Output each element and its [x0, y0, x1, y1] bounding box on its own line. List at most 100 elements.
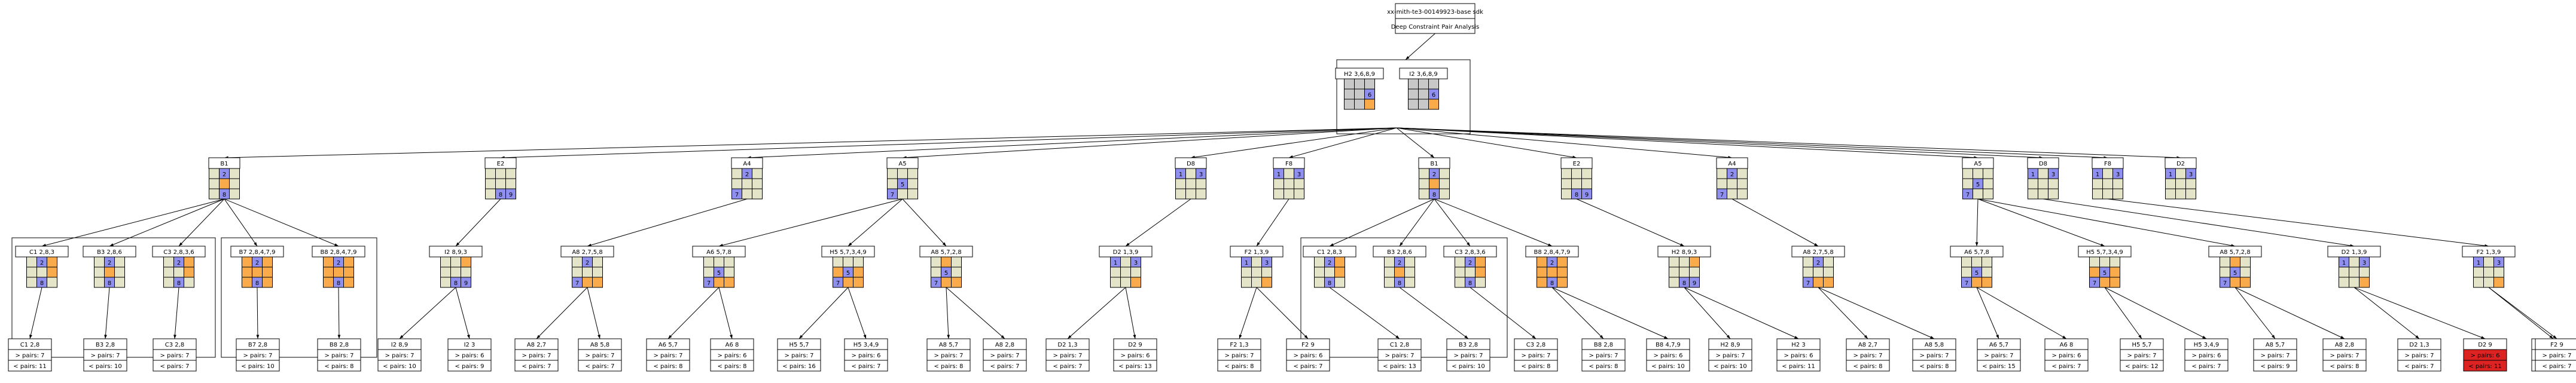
grid-cell [1537, 256, 1547, 268]
leaf-label: D2 1,3 [2409, 342, 2429, 348]
leaf-pairs-gt: > pairs: 7 [1521, 353, 1550, 359]
node-label: A8 2,7,5,8 [572, 249, 602, 256]
grid-cell [2349, 277, 2359, 288]
tree-edge [2488, 287, 2557, 339]
grid-cell [323, 277, 334, 288]
tree-edge [1329, 198, 1435, 247]
edge-arrowhead [29, 335, 32, 339]
grid-cell [2092, 188, 2103, 200]
edge-arrowhead [1664, 336, 1668, 339]
leaf-label: A8 5,8 [1925, 342, 1944, 348]
cell-digit: 2 [1432, 171, 1436, 178]
node-label: A8 5,7,2,8 [931, 249, 961, 256]
grid-cell [1404, 256, 1415, 268]
leaf-pairs-gt: > pairs: 7 [1715, 353, 1745, 359]
grid-cell [1557, 266, 1568, 278]
tree-edge [1399, 287, 1469, 339]
tree-edge [848, 198, 903, 247]
grid-cell [582, 277, 593, 288]
tree-edge [1977, 198, 2105, 247]
grid-cell [2028, 178, 2038, 189]
leaf-label: C1 2,8 [1390, 342, 1409, 348]
grid-cell [2349, 256, 2359, 268]
grid-cell [843, 277, 853, 288]
edge-arrowhead [179, 242, 183, 246]
grid-cell [1408, 78, 1419, 90]
grid-cell [2165, 188, 2176, 200]
grid-cell [2359, 266, 2370, 278]
grid-cell [505, 168, 516, 179]
grid-cell [1983, 178, 1993, 189]
cell-digit: 8 [40, 280, 44, 287]
cell-digit: 2 [1398, 260, 1401, 266]
grid-cell [1261, 266, 1272, 278]
level2-node: B8 2,8,4,7,928 [1525, 246, 1579, 288]
leaf-pairs-gt: > pairs: 7 [784, 353, 813, 359]
leaf-pairs-gt: > pairs: 7 [934, 353, 963, 359]
node-label: A8 2,7,5,8 [1803, 249, 1833, 256]
grid-cell [1120, 256, 1131, 268]
edge-arrowhead [254, 242, 257, 246]
grid-cell [1981, 277, 1992, 288]
grid-cell [2092, 178, 2103, 189]
tree-edge [902, 127, 1397, 158]
grid-cell [505, 188, 516, 200]
leaf-pairs-gt: > pairs: 6 [1293, 353, 1322, 359]
grid-cell [1344, 78, 1355, 90]
grid-cell [1803, 256, 1813, 268]
node-label: B8 2,8,4,7,9 [1534, 249, 1571, 256]
leaf-node: I2 8,9> pairs: 7< pairs: 10 [377, 338, 422, 372]
grid-cell [907, 178, 918, 189]
grid-cell [853, 256, 864, 268]
leaf-pairs-box [777, 360, 821, 372]
leaf-pairs-box [710, 360, 754, 372]
cell-digit: 8 [108, 280, 111, 287]
cell-digit: 2 [40, 260, 44, 266]
grid-cell [1314, 256, 1325, 268]
leaf-label: F2 9 [1301, 342, 1315, 348]
grid-cell [907, 188, 918, 200]
grid-cell [2493, 277, 2504, 288]
cell-digit: 2 [745, 171, 749, 178]
grid-cell [114, 277, 125, 288]
grid-cell [1404, 277, 1415, 288]
cell-digit: 5 [1975, 270, 1979, 277]
node-label: A5 [898, 161, 906, 167]
grid-cell [742, 178, 752, 189]
grid-cell [219, 178, 230, 189]
grid-cell [1284, 178, 1294, 189]
edge-arrowhead [2340, 336, 2345, 339]
leaf-label: H5 5,7 [789, 342, 809, 348]
grid-cell [1110, 277, 1121, 288]
grid-cell [2089, 266, 2100, 278]
tree-edge [1399, 198, 1435, 247]
level2-node: B8 2,8,4,7,928 [312, 246, 365, 288]
grid-cell [582, 266, 593, 278]
tree-edge [2354, 287, 2420, 339]
grid-cell [485, 168, 496, 179]
leaf-node: A8 5,7> pairs: 7< pairs: 8 [926, 338, 971, 372]
leaf-node: A6 8> pairs: 6< pairs: 8 [710, 338, 754, 372]
leaf-pairs-lt: < pairs: 10 [383, 363, 416, 370]
grid-cell [2089, 256, 2100, 268]
tree-edge [224, 198, 339, 247]
node-label: E2 [497, 161, 505, 167]
grid-cell [2112, 188, 2123, 200]
grid-cell [833, 256, 843, 268]
grid-cell [2220, 266, 2230, 278]
grid-cell [2185, 178, 2196, 189]
grid-cell [1428, 78, 1439, 90]
grid-cell [1669, 277, 1679, 288]
level2-node: A6 5,7,857 [692, 246, 746, 288]
node-label: A4 [1728, 161, 1736, 167]
grid-cell [1823, 277, 1834, 288]
grid-cell [1175, 188, 1186, 200]
edge-arrowhead [1464, 335, 1468, 339]
tree-edges [29, 33, 2557, 339]
tree-edge [2234, 287, 2345, 339]
grid-cell [1581, 168, 1592, 179]
